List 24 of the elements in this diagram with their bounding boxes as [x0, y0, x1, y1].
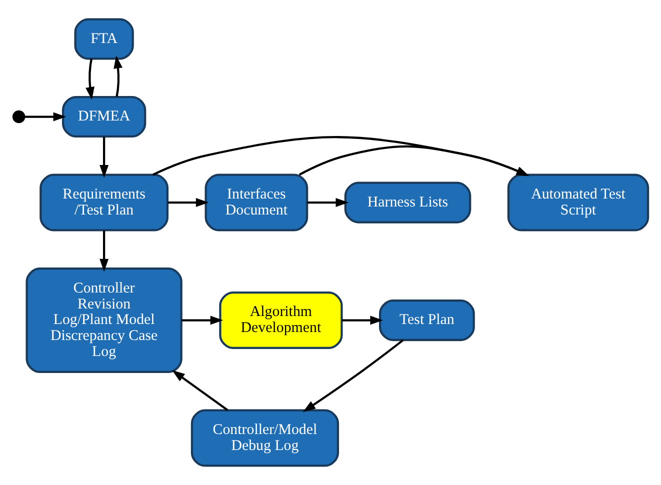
- node-box: DFMEA: [62, 96, 146, 138]
- node-box: Controller Revision Log/Plant Model Discrepancy Case Log: [26, 268, 182, 374]
- node-box: Harness Lists: [344, 182, 472, 224]
- node-box: Requirements /Test Plan: [40, 174, 169, 232]
- arrow: [342, 316, 384, 325]
- arrow: [307, 198, 349, 208]
- arrow: [100, 136, 109, 178]
- node-box: Automated Test Script: [507, 174, 650, 232]
- node-box: FTA: [74, 18, 134, 60]
- node-circle: [12, 110, 26, 124]
- arrow: [24, 112, 66, 122]
- arrow: [298, 145, 530, 176]
- arrow: [168, 198, 209, 208]
- node-box: Controller/Model Debug Log: [190, 409, 340, 467]
- arrow: [172, 370, 228, 411]
- node-box: Interfaces Document: [204, 174, 308, 232]
- node-box: Test Plan: [378, 300, 475, 342]
- arrow: [86, 58, 94, 100]
- arrow: [181, 316, 224, 325]
- arrow: [302, 339, 404, 412]
- arrow: [114, 56, 123, 97]
- arrow: [152, 136, 530, 176]
- arrow: [100, 230, 109, 272]
- node-box: Algorithm Development: [219, 292, 343, 350]
